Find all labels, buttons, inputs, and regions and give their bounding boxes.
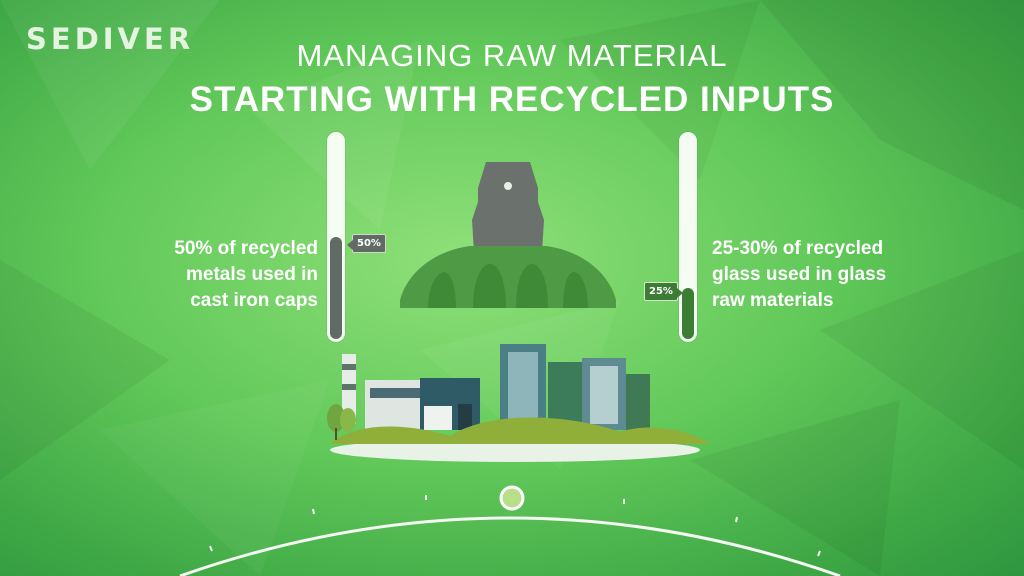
stat-metals-line-3: cast iron caps bbox=[190, 290, 318, 311]
glass-gauge bbox=[679, 132, 697, 342]
stat-glass-line-2: glass used in glass bbox=[712, 264, 887, 285]
tree-icon bbox=[340, 408, 356, 432]
glass-gauge-fill bbox=[682, 288, 694, 339]
stat-glass: 25-30% of recycled glass used in glass r… bbox=[712, 236, 886, 314]
timeline-active-marker[interactable] bbox=[499, 485, 525, 511]
metals-gauge-fill bbox=[330, 237, 342, 339]
stat-metals: 50% of recycled metals used in cast iron… bbox=[174, 236, 318, 314]
brand-logo: SEDIVER bbox=[26, 22, 195, 56]
insulator-cap bbox=[472, 162, 544, 252]
insulator-cap-hole bbox=[504, 182, 512, 190]
stat-glass-line-1: 25-30% of recycled bbox=[712, 238, 884, 259]
stat-glass-line-3: raw materials bbox=[712, 290, 834, 311]
insulator-illustration bbox=[400, 162, 616, 308]
stat-metals-line-2: metals used in bbox=[186, 264, 318, 285]
timeline bbox=[179, 485, 841, 576]
factory-city-illustration bbox=[327, 344, 710, 462]
timeline-arc bbox=[179, 516, 841, 576]
tree-icon bbox=[327, 404, 345, 432]
page-title: MANAGING RAW MATERIAL bbox=[296, 38, 728, 73]
page-subtitle: STARTING WITH RECYCLED INPUTS bbox=[189, 80, 835, 119]
metals-gauge bbox=[327, 132, 345, 342]
tower-4 bbox=[626, 374, 650, 430]
metals-percent-tag: 50% bbox=[347, 234, 386, 253]
green-hills bbox=[330, 417, 710, 444]
glass-percent-tag: 25% bbox=[644, 282, 683, 301]
stat-metals-line-1: 50% of recycled bbox=[174, 238, 318, 259]
factory-building bbox=[365, 380, 425, 430]
